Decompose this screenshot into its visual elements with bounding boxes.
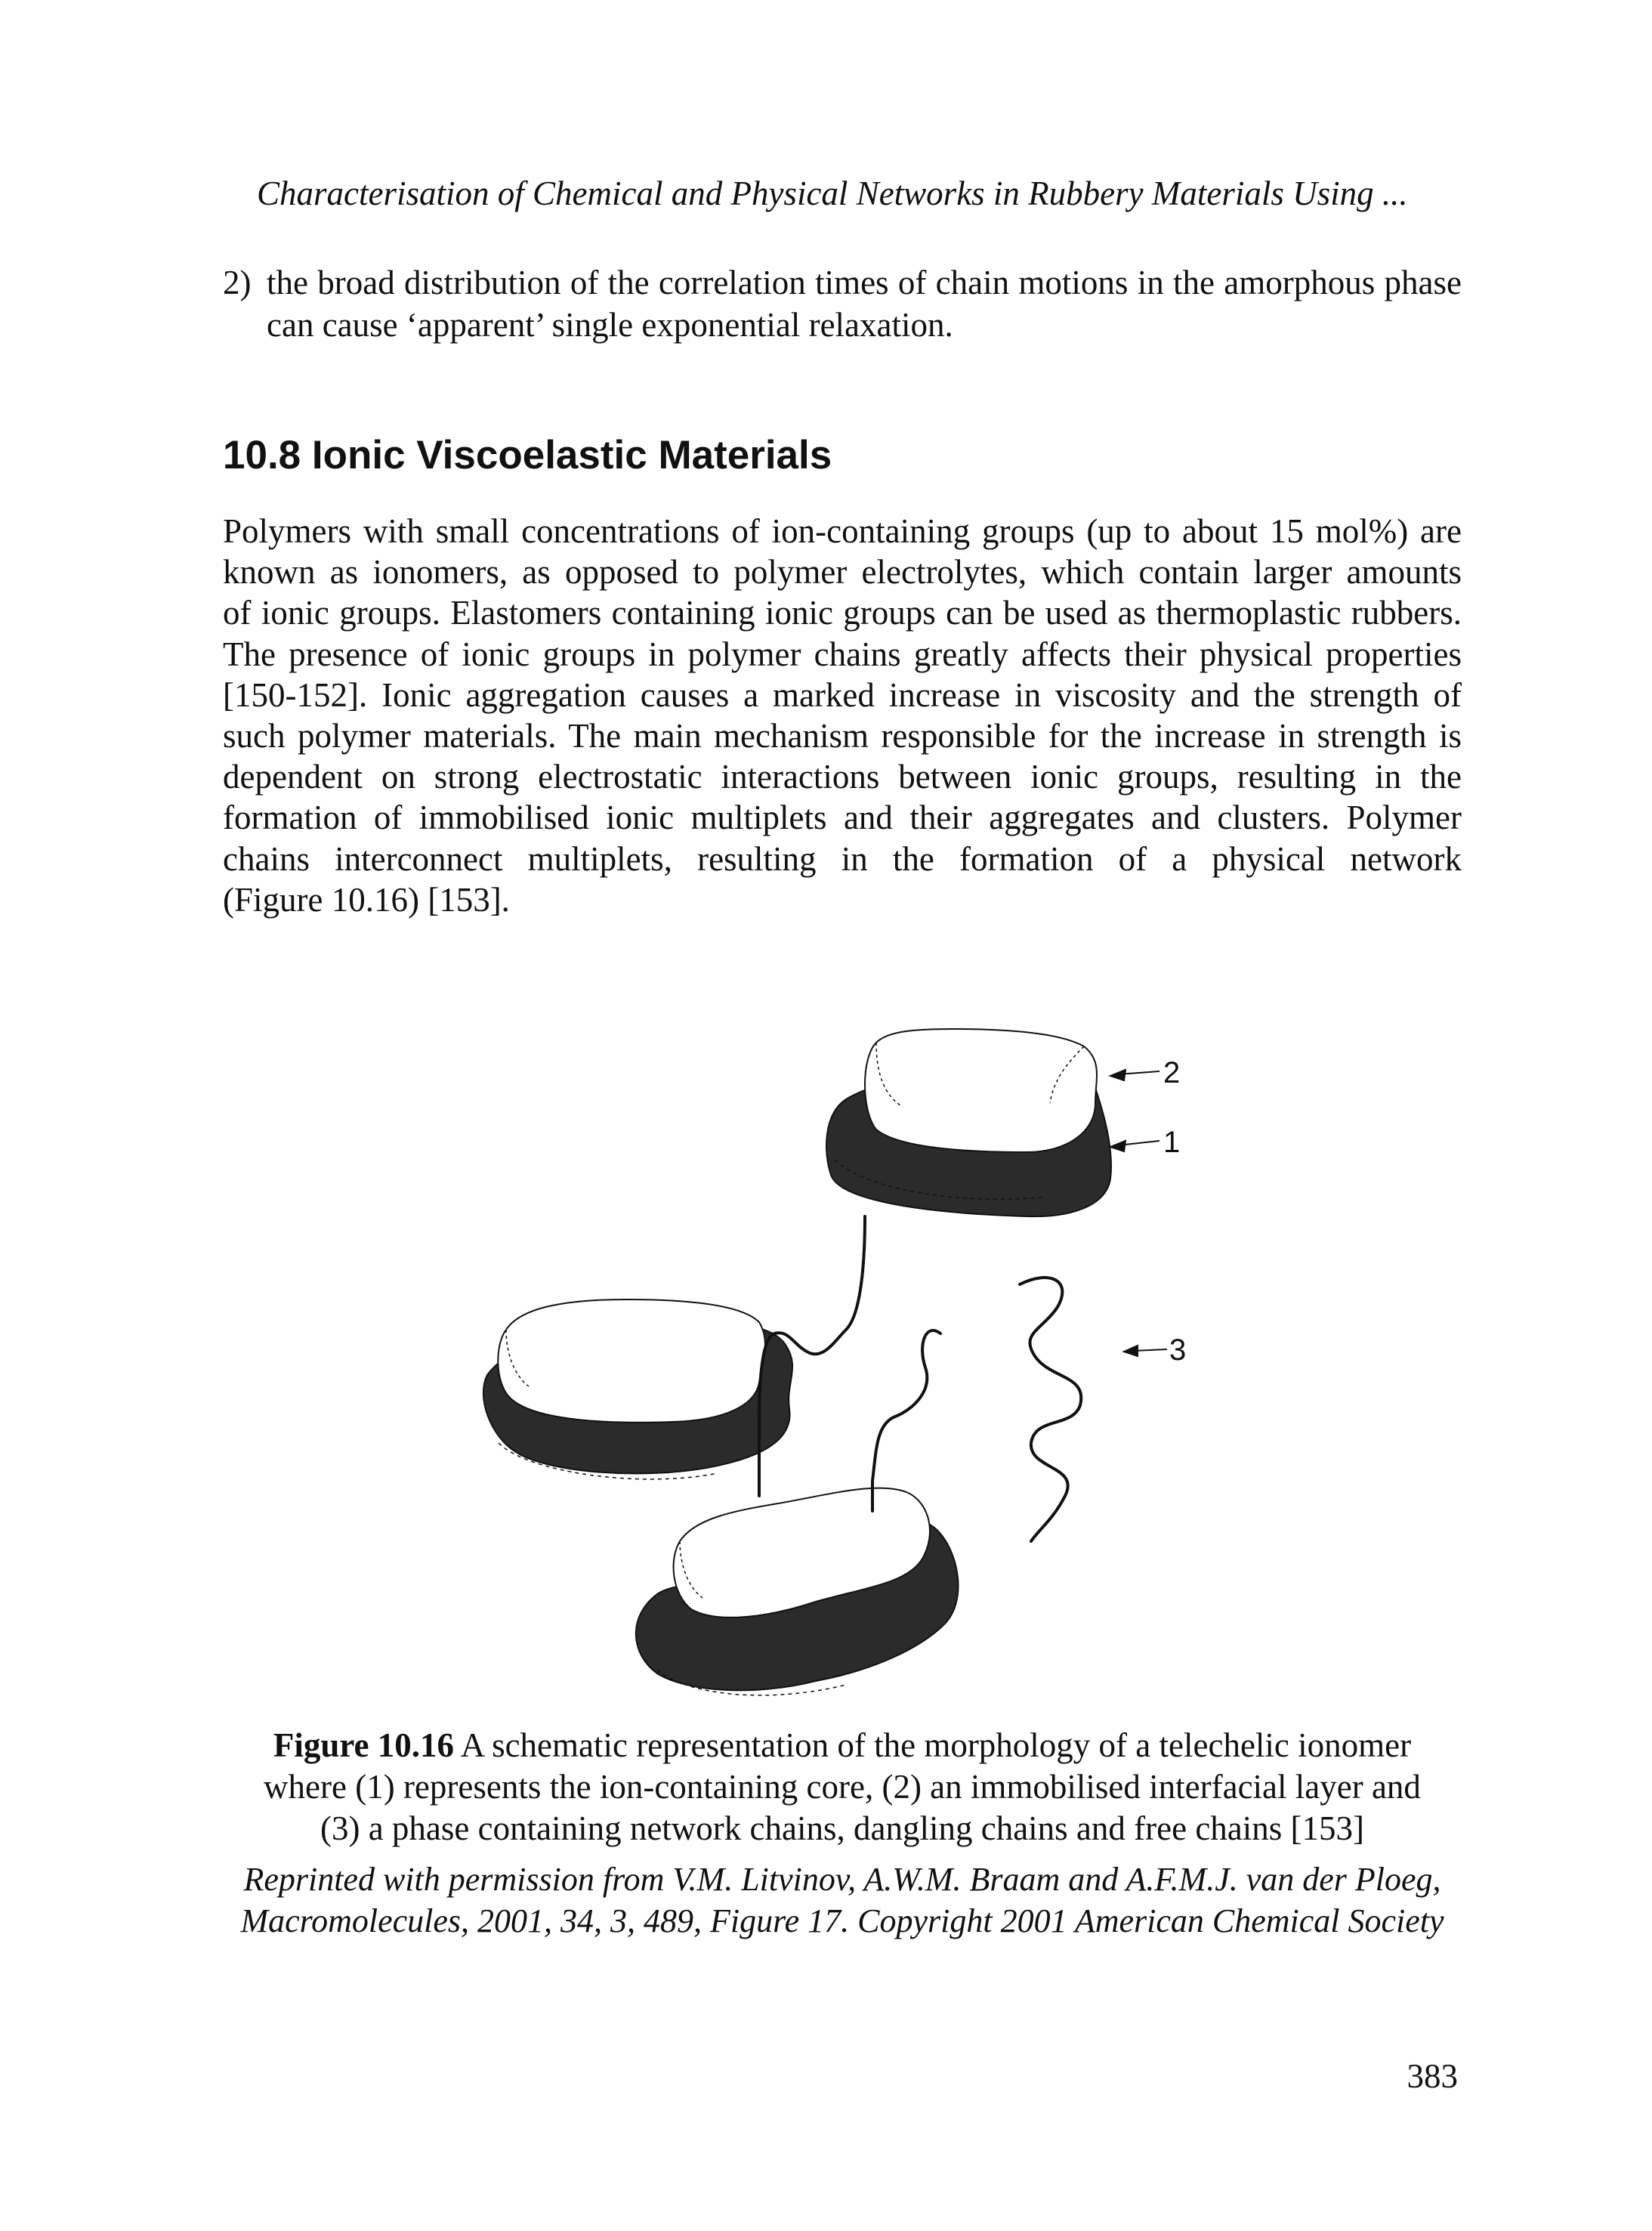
interfacial-layer-left xyxy=(497,1298,766,1423)
permission-line: Reprinted with permission from V.M. Litv… xyxy=(243,1861,1441,1898)
body-line: of ionic groups. Elastomers containing i… xyxy=(223,594,1462,632)
label-1: 1 xyxy=(1163,1126,1180,1159)
figure-caption: Figure 10.16 A schematic representation … xyxy=(223,1725,1462,1849)
ionomer-morphology-figure: 2 1 3 xyxy=(453,997,1269,1723)
cluster-left xyxy=(482,1298,793,1480)
permission-line: Macromolecules, 2001, 34, 3, 489, Figure… xyxy=(240,1902,1444,1939)
label-2: 2 xyxy=(1163,1056,1180,1089)
caption-line-3: (3) a phase containing network chains, d… xyxy=(320,1809,1365,1847)
body-line: known as ionomers, as opposed to polymer… xyxy=(223,553,1462,592)
caption-text-1: A schematic representation of the morpho… xyxy=(454,1726,1412,1764)
caption-line-1: Figure 10.16 A schematic representation … xyxy=(223,1725,1462,1766)
network-chains xyxy=(758,1215,1083,1543)
label-3: 3 xyxy=(1169,1333,1186,1367)
body-line: (Figure 10.16) [153]. xyxy=(223,880,510,919)
cluster-bottom xyxy=(635,1487,959,1696)
caption-figure-number: Figure 10.16 xyxy=(273,1726,455,1764)
dangling-chain xyxy=(871,1329,942,1513)
body-line: chains interconnect multiplets, resultin… xyxy=(223,839,1462,878)
caption-line-2: where (1) represents the ion-containing … xyxy=(264,1768,1421,1806)
free-chain xyxy=(1018,1276,1083,1543)
section-heading: 10.8 Ionic Viscoelastic Materials xyxy=(223,433,832,477)
list-item-number: 2) xyxy=(223,264,252,301)
body-line: dependent on strong electrostatic intera… xyxy=(223,758,1462,796)
interfacial-layer-top xyxy=(864,1027,1098,1154)
body-line: The presence of ionic groups in polymer … xyxy=(223,635,1462,673)
page-number: 383 xyxy=(1407,2057,1459,2095)
permission-notice: Reprinted with permission from V.M. Litv… xyxy=(223,1859,1462,1942)
body-line: such polymer materials. The main mechani… xyxy=(223,717,1462,756)
body-line: Polymers with small concentrations of io… xyxy=(223,512,1462,550)
interfacial-layer-bottom xyxy=(672,1487,931,1618)
cluster-top xyxy=(826,1027,1112,1218)
label-pointers xyxy=(1108,1068,1168,1358)
body-line: formation of immobilised ionic multiplet… xyxy=(223,799,1462,837)
body-line: [150-152]. Ionic aggregation causes a ma… xyxy=(223,675,1462,714)
network-chain xyxy=(758,1215,866,1497)
list-item: 2) the broad distribution of the correla… xyxy=(223,261,1462,346)
figure-drawing: 2 1 3 xyxy=(482,1027,1186,1696)
body-paragraph: Polymers with small concentrations of io… xyxy=(223,511,1462,920)
list-item-text: the broad distribution of the correlatio… xyxy=(267,264,1462,344)
running-head: Characterisation of Chemical and Physica… xyxy=(257,175,1408,212)
